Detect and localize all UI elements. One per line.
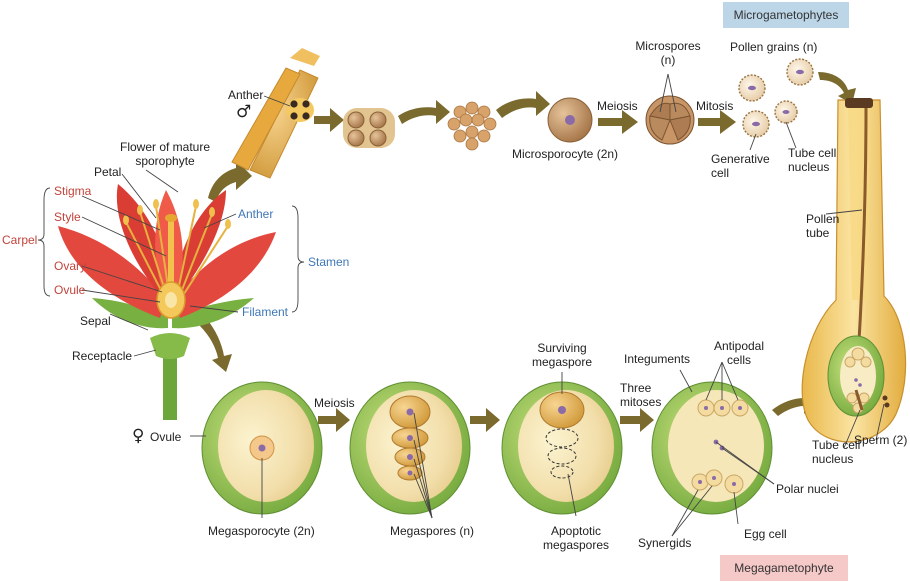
arrow-pollen-to-tube bbox=[818, 72, 856, 104]
carpel-style bbox=[168, 218, 174, 286]
pollen-grains-label: Pollen grains (n) bbox=[730, 40, 818, 54]
three-mitoses-line-2: mitoses bbox=[620, 395, 662, 410]
apoptotic-line-2: megaspores bbox=[542, 538, 610, 553]
female-symbol: ♀ bbox=[132, 426, 145, 446]
pollen-nuclei bbox=[748, 69, 804, 127]
arrow-sacs-to-microsporocytes bbox=[398, 100, 450, 124]
style-label: Style bbox=[54, 210, 81, 224]
apoptotic-megaspores-label: Apoptotic megaspores bbox=[530, 524, 622, 552]
arrow-flower-to-ovule bbox=[200, 318, 232, 372]
ovary-label: Ovary bbox=[54, 259, 87, 273]
flower-illustration bbox=[58, 184, 276, 420]
stamen-label: Stamen bbox=[308, 255, 350, 269]
sepal-right bbox=[172, 298, 254, 329]
megasporocyte-label: Megasporocyte (2n) bbox=[208, 524, 315, 538]
ovule-surviving-megaspore bbox=[501, 381, 623, 515]
arrow-mitosis bbox=[698, 110, 736, 134]
ovary-ovule bbox=[165, 292, 177, 308]
pollen-tube-label: Pollen tube bbox=[806, 212, 839, 240]
surviving-megaspore-label: Surviving megaspore bbox=[518, 341, 606, 369]
anther-illustration bbox=[231, 48, 320, 179]
petal-label: Petal bbox=[94, 165, 122, 179]
antipodal-cells-label: Antipodal cells bbox=[704, 339, 774, 367]
petal-left bbox=[58, 226, 166, 318]
pollen-tube-line-1: Pollen bbox=[806, 212, 840, 226]
sepal-label: Sepal bbox=[80, 314, 111, 328]
three-mitoses-line-1: Three bbox=[620, 381, 652, 395]
integuments-label: Integuments bbox=[624, 352, 691, 366]
receptacle-label: Receptacle bbox=[72, 349, 133, 363]
microgametophytes-title: Microgametophytes bbox=[723, 2, 849, 28]
apoptotic-line-1: Apoptotic bbox=[550, 524, 602, 538]
male-meiosis-label: Meiosis bbox=[597, 99, 638, 113]
microsporocyte-label: Microsporocyte (2n) bbox=[512, 147, 619, 161]
polar-nuclei-label: Polar nuclei bbox=[776, 482, 839, 496]
male-tube-cell-nucleus-label: Tube cell nucleus bbox=[788, 146, 836, 174]
filament-label: Filament bbox=[242, 305, 289, 319]
generative-cell-line-2: cell bbox=[711, 166, 730, 181]
sepal-left bbox=[92, 298, 168, 329]
female-tube-cell-nucleus-label: Tube cell nucleus bbox=[812, 438, 860, 466]
megaspores-label: Megaspores (n) bbox=[390, 524, 475, 538]
female-tube-cell-line-1: Tube cell bbox=[812, 438, 861, 452]
flower-of-mature-sporophyte-label: Flower of mature sporophyte bbox=[120, 140, 210, 168]
anther-label: Anther bbox=[228, 88, 264, 102]
generative-cell-label: Generative cell bbox=[711, 152, 770, 180]
microsporocyte-cluster-illustration bbox=[447, 101, 497, 151]
leader-lines bbox=[37, 73, 885, 537]
arrow-flower-to-anther bbox=[208, 160, 252, 202]
male-tube-cell-line-1: Tube cell bbox=[788, 146, 837, 160]
anther-label-flower: Anther bbox=[238, 207, 274, 221]
mitosis-label: Mitosis bbox=[696, 99, 734, 113]
ovule-megaspores bbox=[349, 381, 471, 515]
pollen-tube-line-2: tube bbox=[806, 226, 830, 241]
female-tube-cell-line-2: nucleus bbox=[812, 452, 854, 467]
ovule-label-flower: Ovule bbox=[54, 283, 86, 297]
flower-label-line-1: Flower of mature bbox=[120, 140, 211, 154]
petal-right bbox=[174, 232, 276, 318]
microspores-illustration bbox=[645, 95, 695, 145]
microspores-label-line-2: (n) bbox=[660, 53, 676, 68]
arrow-anther-to-pollen-sacs bbox=[314, 108, 344, 132]
carpel-label: Carpel bbox=[2, 233, 38, 247]
ovule-megasporocyte bbox=[201, 381, 323, 515]
synergids-label: Synergids bbox=[638, 536, 692, 550]
arrow-three-mitoses bbox=[620, 408, 654, 432]
microsporocyte-illustration bbox=[547, 97, 593, 143]
anther-tips bbox=[123, 199, 231, 229]
receptacle-shape bbox=[150, 333, 190, 359]
microspores-label: Microspores (n) bbox=[628, 39, 708, 67]
ovule-megagametophyte bbox=[651, 381, 773, 515]
antipodal-line-1: Antipodal bbox=[713, 339, 765, 353]
male-symbol: ♂ bbox=[236, 102, 252, 122]
surviving-megaspore-line-2: megaspore bbox=[531, 355, 593, 370]
microspores-label-line-1: Microspores bbox=[635, 39, 701, 53]
pollen-sacs-illustration bbox=[343, 108, 395, 148]
sperm-label: Sperm (2) bbox=[854, 433, 908, 447]
arrow-to-microsporocyte bbox=[496, 91, 550, 118]
stigma-label: Stigma bbox=[54, 184, 92, 198]
pollen-tube-illustration bbox=[801, 98, 907, 443]
female-meiosis-label: Meiosis bbox=[314, 396, 355, 410]
surviving-megaspore-line-1: Surviving bbox=[537, 341, 587, 355]
egg-cell-label: Egg cell bbox=[744, 527, 787, 541]
arrow-meiosis-male bbox=[598, 110, 638, 134]
male-tube-cell-line-2: nucleus bbox=[788, 160, 830, 175]
megagametophyte-title: Megagametophyte bbox=[720, 555, 848, 581]
antipodal-line-2: cells bbox=[726, 353, 751, 368]
carpel-stigma bbox=[165, 214, 177, 222]
ovule-label: Ovule bbox=[150, 430, 182, 444]
three-mitoses-label: Three mitoses bbox=[620, 381, 661, 409]
generative-cell-line-1: Generative bbox=[711, 152, 770, 166]
arrow-to-surviving bbox=[470, 408, 500, 432]
flower-stem bbox=[163, 352, 177, 420]
arrow-meiosis-female bbox=[318, 408, 350, 432]
flower-label-line-2: sporophyte bbox=[135, 154, 195, 169]
